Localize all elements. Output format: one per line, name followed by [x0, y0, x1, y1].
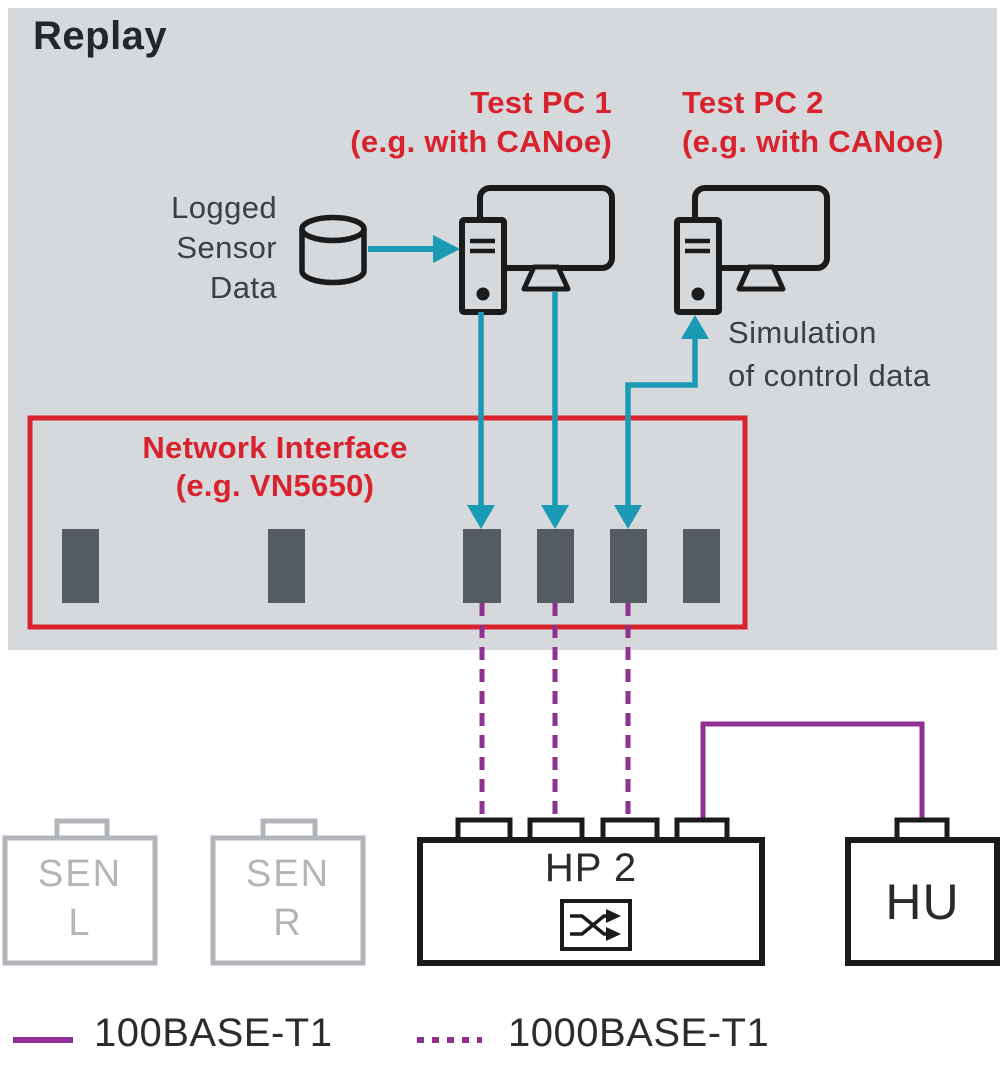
logged-line2: Sensor: [176, 230, 277, 265]
sen-l-line2: L: [68, 902, 92, 944]
sen-l-box: [2, 818, 158, 966]
sen-l-port-tab: [54, 818, 110, 841]
sen-r-label: SEN R: [213, 850, 363, 948]
computer-icon: [674, 185, 830, 315]
simulation-line1: Simulation: [728, 315, 877, 350]
hp2-label-text: HP 2: [544, 846, 638, 890]
data-flow-arrow-pc1-tower-to-port3: [467, 312, 495, 529]
network-interface-line2: (e.g. VN5650): [175, 468, 375, 503]
legend-solid-label: 100BASE-T1: [94, 1011, 332, 1056]
sen-l-label: SEN L: [5, 850, 155, 948]
hu-box: [845, 817, 1000, 966]
sen-r-port-tab: [260, 818, 318, 841]
data-flow-arrow-pc1-monitor-to-port4: [541, 292, 569, 529]
logged-line3: Data: [209, 270, 277, 305]
database-icon: [299, 214, 367, 286]
port-4: [537, 529, 574, 603]
page-title: Replay: [33, 14, 167, 59]
sen-r-box: [210, 818, 366, 966]
data-flow-arrow-port5-pc2: [614, 315, 709, 529]
hu-label: HU: [848, 873, 997, 931]
legend-dashed-label: 1000BASE-T1: [508, 1011, 769, 1056]
network-interface-label: Network Interface (e.g. VN5650): [30, 429, 520, 505]
port-2: [268, 529, 305, 603]
simulation-label: Simulation of control data: [728, 311, 930, 397]
test-pc-2-line1: Test PC 2: [682, 85, 824, 120]
computer-icon: [459, 185, 615, 315]
test-pc-1-label: Test PC 1 (e.g. with CANoe): [350, 83, 612, 161]
port-group: [62, 529, 720, 603]
logged-sensor-data-label: Logged Sensor Data: [171, 188, 277, 308]
port-1: [62, 529, 99, 603]
sen-l-line1: SEN: [37, 853, 123, 895]
ethernet-switch-icon: [560, 899, 632, 951]
test-pc-1-line2: (e.g. with CANoe): [350, 124, 612, 159]
data-flow-arrow-into-pc1: [368, 235, 460, 263]
replay-panel-background: [8, 8, 997, 650]
test-pc-2-label: Test PC 2 (e.g. with CANoe): [682, 83, 944, 161]
link-1000base-t1-group: [479, 603, 631, 818]
simulation-line2: of control data: [728, 358, 931, 393]
link-100base-t1-hp2-hu: [700, 721, 925, 820]
sen-r-line1: SEN: [245, 853, 331, 895]
port-6: [683, 529, 720, 603]
port-5: [610, 529, 647, 603]
network-interface-line1: Network Interface: [142, 430, 408, 465]
port-3: [463, 529, 501, 603]
test-pc-1-line1: Test PC 1: [470, 85, 612, 120]
legend-dashed-text: 1000BASE-T1: [508, 1011, 770, 1055]
legend-solid-text: 100BASE-T1: [94, 1011, 333, 1055]
hp2-label: HP 2: [420, 846, 762, 891]
logged-line1: Logged: [171, 190, 277, 225]
sen-r-line2: R: [273, 902, 303, 944]
network-interface-box: [27, 415, 748, 630]
replay-title-text: Replay: [33, 14, 168, 58]
test-pc-2-line2: (e.g. with CANoe): [682, 124, 944, 159]
hu-label-text: HU: [885, 874, 960, 930]
